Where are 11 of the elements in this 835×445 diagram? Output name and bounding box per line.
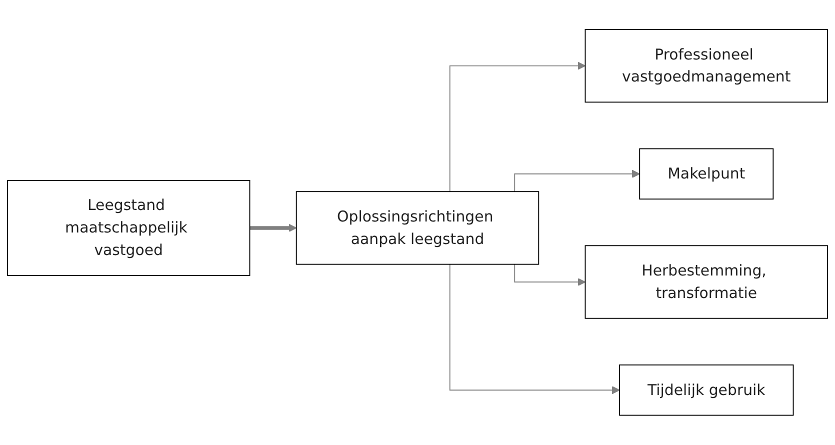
arrow bbox=[514, 170, 640, 192]
node-box: Oplossingsrichtingen aanpak leegstand bbox=[296, 191, 540, 265]
node-box: Makelpunt bbox=[639, 148, 774, 200]
arrow bbox=[449, 264, 620, 394]
node-box: Professioneel vastgoedmanagement bbox=[584, 29, 828, 103]
node-box: Tijdelijk gebruik bbox=[619, 364, 794, 416]
arrow bbox=[449, 62, 586, 192]
node-box: Herbestemming, transformatie bbox=[584, 245, 828, 319]
node-box: Leegstand maatschappelijk vastgoed bbox=[7, 180, 250, 276]
arrow bbox=[514, 264, 586, 286]
arrow bbox=[248, 224, 297, 232]
